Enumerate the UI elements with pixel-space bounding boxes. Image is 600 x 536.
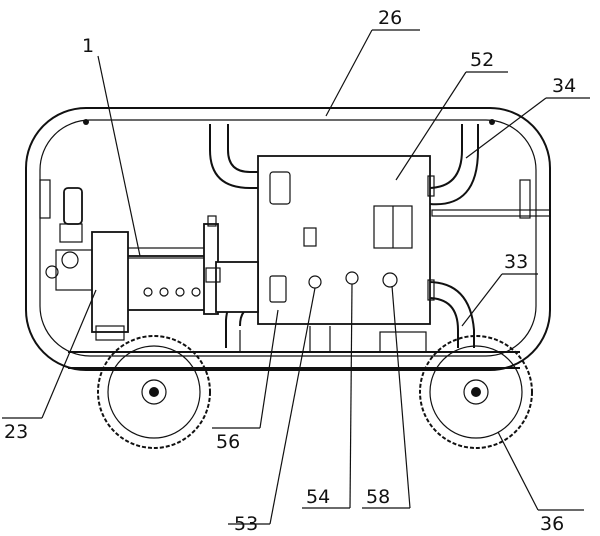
label-23: 23 — [4, 421, 28, 443]
label-52: 52 — [470, 49, 494, 71]
label-56: 56 — [216, 431, 240, 453]
label-54: 54 — [306, 486, 330, 508]
label-33: 33 — [504, 251, 528, 273]
switch-icon — [303, 227, 317, 247]
control-box — [257, 155, 435, 325]
label-34: 34 — [552, 75, 576, 97]
base-rails — [68, 326, 520, 369]
knob-58-icon — [382, 272, 398, 288]
label-1: 1 — [82, 35, 94, 57]
leader-lines — [2, 29, 590, 525]
motor-unit — [125, 215, 259, 315]
label-58: 58 — [366, 486, 390, 508]
pump-head — [45, 187, 129, 341]
side-bracket — [431, 209, 551, 217]
left-wheel — [97, 335, 211, 449]
label-53: 53 — [234, 513, 258, 535]
upper-tubes — [209, 124, 479, 206]
frame — [25, 107, 551, 371]
lower-block — [379, 331, 427, 353]
label-36: 36 — [540, 513, 564, 535]
label-26: 26 — [378, 7, 402, 29]
right-wheel — [419, 335, 533, 449]
